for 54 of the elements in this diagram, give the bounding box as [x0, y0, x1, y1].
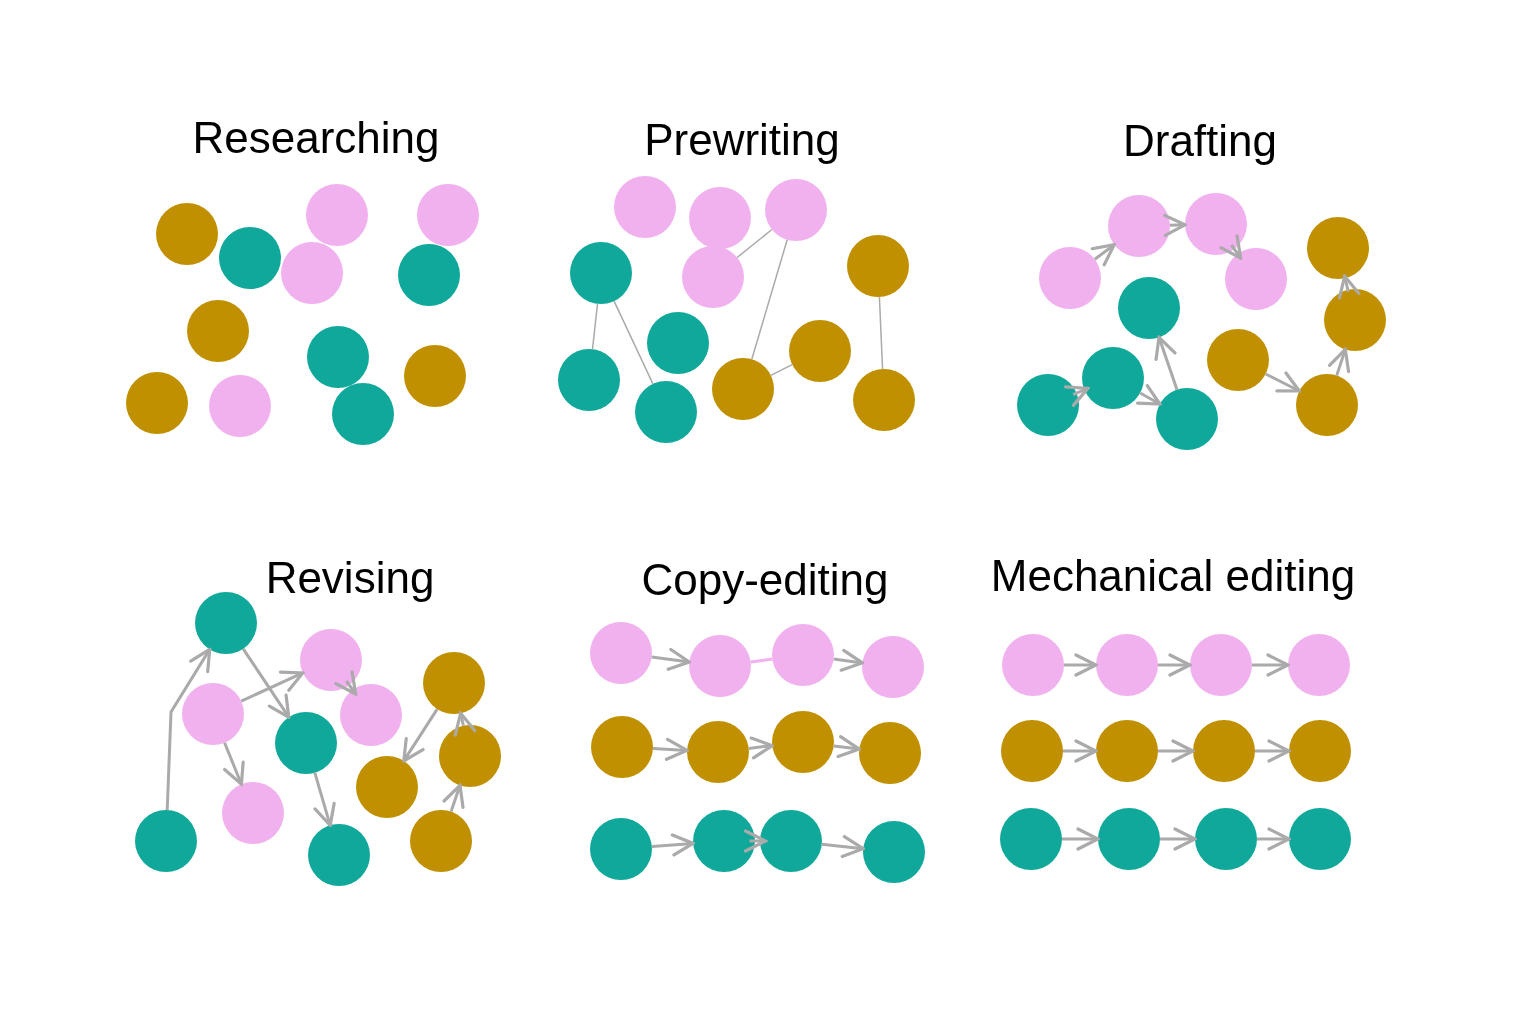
- arrow: [1090, 243, 1116, 267]
- arrow: [1064, 385, 1090, 407]
- connector-line: [878, 296, 884, 370]
- circle-node: [182, 683, 244, 745]
- connector-line: [591, 303, 599, 350]
- panel-title: Mechanical editing: [990, 551, 1356, 601]
- arrow: [1327, 347, 1351, 377]
- arrow: [313, 772, 336, 827]
- arrow: [1158, 653, 1192, 677]
- arrow: [651, 833, 695, 857]
- arrow: [165, 647, 212, 811]
- arrow: [453, 711, 477, 737]
- arrow: [223, 742, 245, 786]
- arrow: [833, 648, 864, 672]
- arrow: [1135, 383, 1162, 406]
- arrow: [651, 647, 691, 671]
- arrow: [743, 829, 768, 853]
- circle-node: [275, 712, 337, 774]
- circle-node: [356, 756, 418, 818]
- connector-line: [770, 363, 793, 377]
- arrow: [833, 735, 861, 759]
- arrow: [1158, 739, 1195, 763]
- arrow: [240, 670, 305, 703]
- arrow: [1265, 371, 1301, 393]
- connector-line: [750, 657, 773, 664]
- panel-title: Copy-editing: [641, 555, 889, 605]
- arrow: [1160, 827, 1197, 851]
- arrow: [748, 736, 774, 760]
- arrow: [1062, 827, 1100, 851]
- circle-node: [281, 242, 343, 304]
- arrow: [652, 737, 689, 761]
- connector-line: [613, 300, 654, 385]
- arrow: [442, 783, 465, 813]
- arrow: [241, 647, 291, 719]
- arrow: [1064, 653, 1098, 677]
- arrow: [1257, 827, 1291, 851]
- connector-line: [736, 228, 773, 259]
- arrow: [1337, 274, 1361, 300]
- arrow: [1255, 739, 1291, 763]
- panel-title: Prewriting: [644, 115, 840, 165]
- panel-title: Drafting: [1122, 116, 1278, 166]
- connector-line: [751, 238, 788, 361]
- arrow: [1252, 653, 1290, 677]
- panel-title: Researching: [192, 113, 440, 163]
- arrow: [1163, 213, 1187, 237]
- arrow: [402, 708, 439, 763]
- panel-title: Revising: [265, 553, 435, 603]
- arrow: [1219, 234, 1243, 260]
- arrow: [334, 670, 358, 696]
- circle-node: [340, 684, 402, 746]
- arrow: [1154, 335, 1179, 391]
- arrow: [1063, 739, 1098, 763]
- circle-node: [300, 629, 362, 691]
- arrow: [821, 835, 865, 859]
